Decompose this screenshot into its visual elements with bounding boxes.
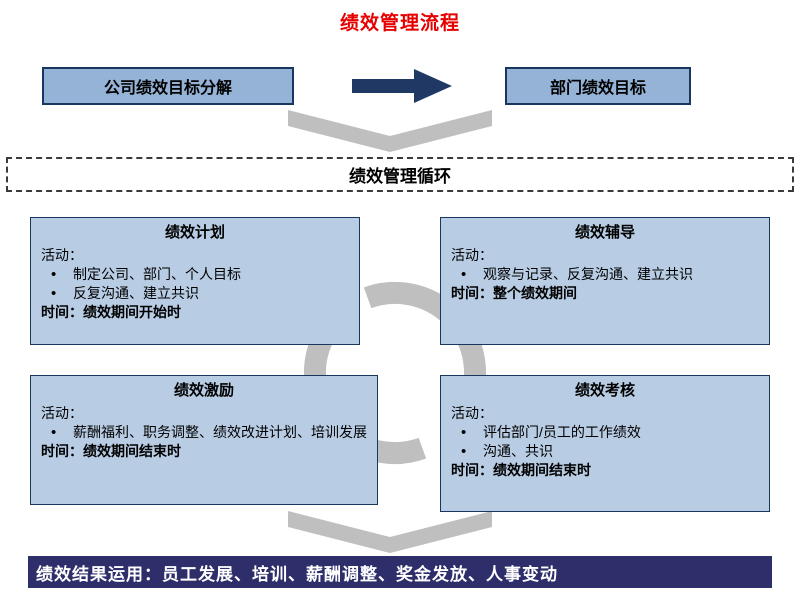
quadrant-appraisal: 绩效考核 活动： 评估部门/员工的工作绩效 沟通、共识 时间：绩效期间结束时 — [440, 375, 770, 512]
bullet-item: 薪酬福利、职务调整、绩效改进计划、培训发展 — [41, 423, 367, 443]
page-title: 绩效管理流程 — [339, 13, 460, 34]
box-department-goals-label: 部门绩效目标 — [549, 80, 646, 97]
down-chevron-icon — [288, 511, 492, 553]
activity-label: 活动： — [451, 405, 493, 422]
bullet-list: 观察与记录、反复沟通、建立共识 — [451, 265, 759, 285]
cycle-header-label: 绩效管理循环 — [349, 167, 451, 186]
bullet-list: 制定公司、部门、个人目标 反复沟通、建立共识 — [41, 265, 349, 304]
cycle-header-band: 绩效管理循环 — [6, 157, 794, 192]
bullet-item: 制定公司、部门、个人目标 — [41, 265, 349, 285]
quadrant-incentive-title: 绩效激励 — [173, 382, 234, 399]
bullet-item: 沟通、共识 — [451, 442, 759, 462]
activity-label: 活动： — [41, 405, 83, 422]
down-chevron-icon — [288, 110, 492, 152]
bullet-list: 评估部门/员工的工作绩效 沟通、共识 — [451, 423, 759, 462]
quadrant-plan: 绩效计划 活动： 制定公司、部门、个人目标 反复沟通、建立共识 时间：绩效期间开… — [30, 217, 360, 345]
quadrant-appraisal-title: 绩效考核 — [574, 382, 635, 399]
quadrant-coaching: 绩效辅导 活动： 观察与记录、反复沟通、建立共识 时间：整个绩效期间 — [440, 217, 770, 345]
results-bar: 绩效结果运用：员工发展、培训、薪酬调整、奖金发放、人事变动 — [28, 556, 772, 588]
quadrant-coaching-title: 绩效辅导 — [574, 224, 635, 241]
bullet-item: 评估部门/员工的工作绩效 — [451, 423, 759, 443]
time-label: 时间：绩效期间开始时 — [41, 303, 181, 320]
bullet-item: 观察与记录、反复沟通、建立共识 — [451, 265, 759, 285]
bullet-list: 薪酬福利、职务调整、绩效改进计划、培训发展 — [41, 423, 367, 443]
time-label: 时间：绩效期间结束时 — [41, 443, 181, 460]
results-bar-label: 绩效结果运用：员工发展、培训、薪酬调整、奖金发放、人事变动 — [36, 564, 558, 584]
right-arrow-icon — [352, 69, 452, 103]
quadrant-incentive: 绩效激励 活动： 薪酬福利、职务调整、绩效改进计划、培训发展 时间：绩效期间结束… — [30, 375, 378, 505]
box-department-goals: 部门绩效目标 — [505, 67, 691, 105]
box-company-goal-decomposition-label: 公司绩效目标分解 — [103, 80, 232, 97]
activity-label: 活动： — [41, 247, 83, 264]
bullet-item: 反复沟通、建立共识 — [41, 284, 349, 304]
box-company-goal-decomposition: 公司绩效目标分解 — [42, 67, 294, 105]
time-label: 时间：整个绩效期间 — [451, 285, 577, 302]
time-label: 时间：绩效期间结束时 — [451, 461, 591, 478]
quadrant-plan-title: 绩效计划 — [164, 224, 225, 241]
activity-label: 活动： — [451, 247, 493, 264]
